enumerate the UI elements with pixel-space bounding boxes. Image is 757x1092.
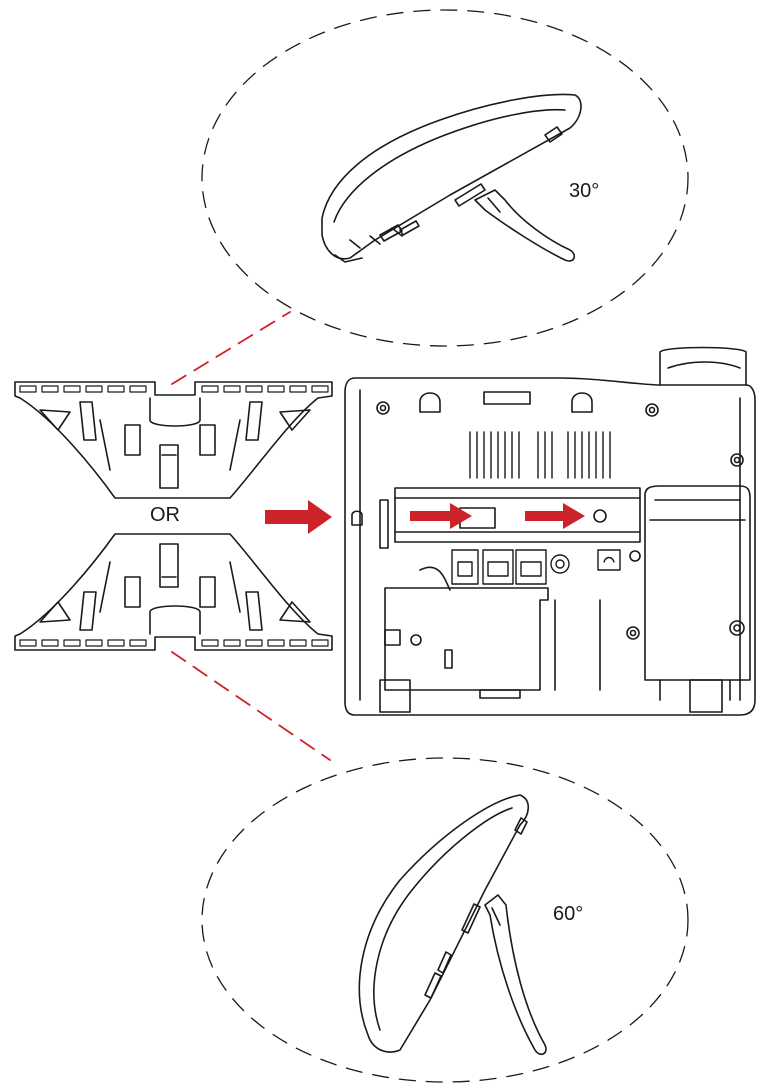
angle-label-30: 30° — [569, 180, 600, 202]
arrow-rail-right — [525, 503, 585, 529]
detail-circle-top — [201, 9, 689, 347]
detail-30-degree — [201, 9, 689, 347]
connector-line-top — [171, 311, 291, 385]
detail-60-degree — [201, 757, 689, 1083]
phone-side-view-60 — [358, 794, 547, 1056]
stand-30-degree-orientation — [14, 381, 333, 499]
arrow-rail-left — [410, 503, 472, 529]
angle-label-60: 60° — [553, 903, 584, 925]
or-label: OR — [150, 504, 180, 526]
red-arrow-right-icon — [265, 500, 585, 534]
phone-back-view — [344, 346, 756, 716]
arrow-main — [265, 500, 332, 534]
connector-line-bottom — [171, 651, 331, 761]
stand-60-degree-orientation — [14, 533, 333, 651]
phone-side-view-30 — [321, 93, 582, 263]
detail-circle-bottom — [201, 757, 689, 1083]
